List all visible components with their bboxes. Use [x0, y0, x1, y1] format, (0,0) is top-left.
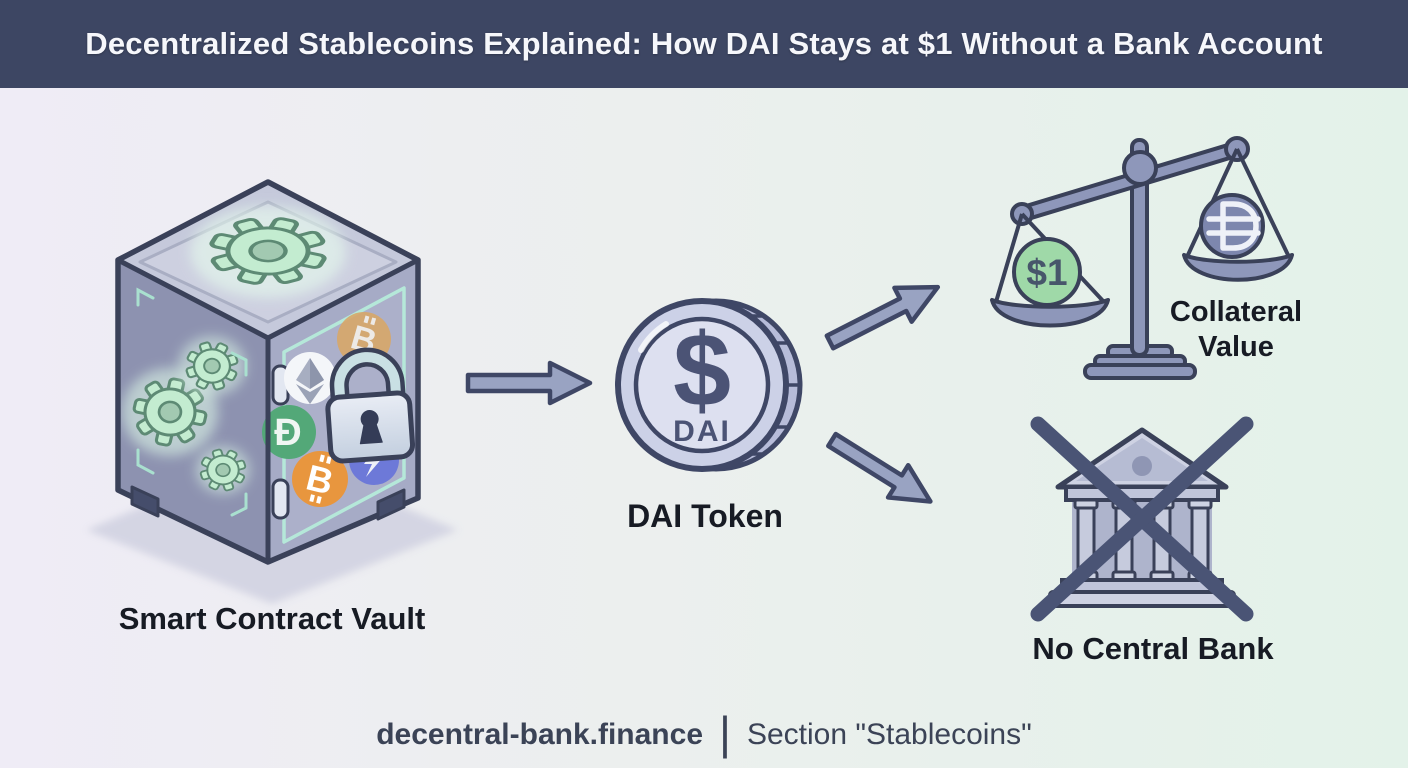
collateral-value-label: Collateral Value — [1136, 295, 1336, 365]
dai-symbol — [1206, 201, 1261, 251]
vault-foot-left — [130, 485, 160, 518]
arrow-vault-to-dai — [465, 360, 593, 406]
viewfinder-brackets — [136, 287, 248, 517]
cross-out-x — [1030, 416, 1254, 622]
bitcoin-icon: B — [292, 451, 348, 507]
footer-attribution: decentral-bank.finance | Section "Stable… — [0, 707, 1408, 759]
footer-site: decentral-bank.finance — [376, 718, 703, 751]
bank-icon — [1030, 416, 1254, 622]
footer-section: Section "Stablecoins" — [746, 718, 1032, 751]
ethereum-icon — [284, 352, 336, 404]
dai-coin-name: DAI — [673, 415, 731, 448]
footer-separator: | — [719, 707, 731, 759]
one-dollar-value: $1 — [1026, 252, 1067, 293]
header-bar: Decentralized Stablecoins Explained: How… — [0, 0, 1408, 88]
balance-scale-icon: $1 — [990, 136, 1294, 380]
smart-contract-vault-illustration: B Ð B — [86, 179, 458, 604]
arrow-dai-to-bank — [826, 431, 933, 504]
gear-icon-left-medium — [178, 334, 246, 398]
collateral-label-line1: Collateral — [1169, 296, 1303, 328]
dai-coin-symbol: $ — [673, 313, 731, 429]
vault-label: Smart Contract Vault — [118, 601, 426, 636]
vault-hinge-bottom — [271, 478, 290, 520]
scale-left-pan: $1 — [990, 212, 1110, 328]
dai-token-label: DAI Token — [627, 498, 783, 534]
dai-icon-door: Ð — [262, 405, 316, 459]
gear-icon-left-small — [191, 441, 255, 499]
vault-foot-right — [376, 488, 406, 521]
gear-icon-top — [190, 206, 346, 298]
collateral-label-line2: Value — [1198, 331, 1274, 363]
svg-text:Ð: Ð — [274, 412, 301, 454]
scale-right-pan — [1182, 148, 1294, 282]
no-central-bank-label: No Central Bank — [1032, 631, 1274, 666]
page-title: Decentralized Stablecoins Explained: How… — [85, 26, 1323, 61]
dai-token-coin: $ DAI — [615, 298, 803, 472]
arrow-dai-to-scale — [824, 284, 941, 351]
padlock-icon — [325, 347, 416, 464]
